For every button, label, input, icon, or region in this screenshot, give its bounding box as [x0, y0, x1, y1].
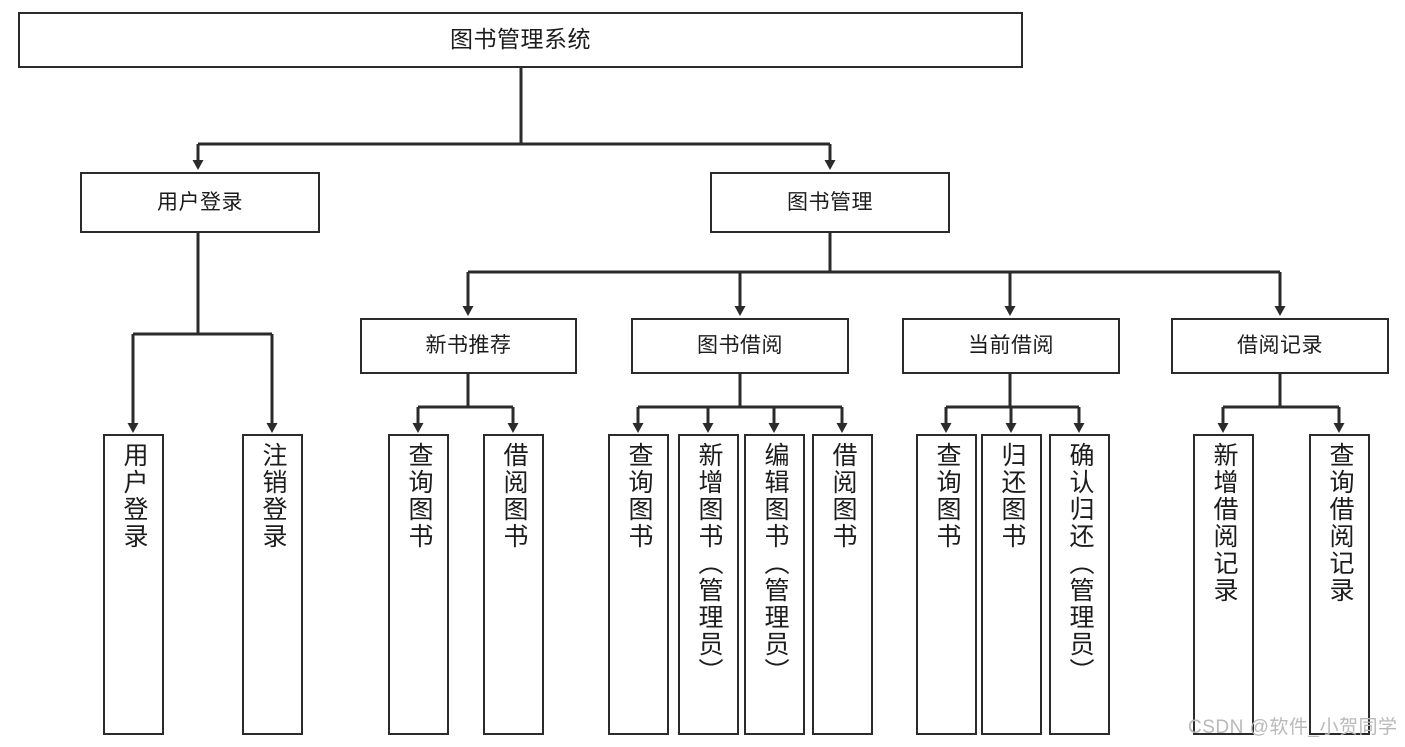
node-label: 查询图书: [405, 442, 433, 550]
node-label: 编辑图书（管理员）: [761, 442, 789, 685]
node-label: 图书管理系统: [450, 26, 591, 53]
node-label: 查询图书: [933, 442, 961, 550]
leaf-add-borrow-record[interactable]: 新增借阅记录: [1193, 434, 1254, 735]
leaf-edit-book-admin[interactable]: 编辑图书（管理员）: [744, 434, 805, 735]
node-book-management[interactable]: 图书管理: [710, 172, 950, 233]
leaf-query-books-recommend[interactable]: 查询图书: [388, 434, 449, 735]
leaf-confirm-return-admin[interactable]: 确认归还（管理员）: [1049, 434, 1110, 735]
node-label: 查询图书: [625, 442, 653, 550]
node-book-borrow[interactable]: 图书借阅: [631, 318, 849, 374]
node-user-login[interactable]: 用户登录: [80, 172, 320, 233]
leaf-borrow-books[interactable]: 借阅图书: [812, 434, 873, 735]
node-label: 归还图书: [998, 442, 1026, 550]
node-root-system[interactable]: 图书管理系统: [18, 12, 1023, 68]
node-label: 当前借阅: [968, 334, 1054, 358]
node-label: 新增图书（管理员）: [695, 442, 723, 685]
node-label: 新增借阅记录: [1210, 442, 1238, 604]
node-current-borrow[interactable]: 当前借阅: [902, 318, 1120, 374]
node-label: 查询借阅记录: [1326, 442, 1354, 604]
leaf-query-books-current[interactable]: 查询图书: [916, 434, 977, 735]
node-label: 借阅图书: [829, 442, 857, 550]
node-label: 新书推荐: [425, 334, 512, 358]
node-label: 图书借阅: [697, 334, 783, 358]
node-borrow-records[interactable]: 借阅记录: [1171, 318, 1389, 374]
leaf-return-books[interactable]: 归还图书: [981, 434, 1042, 735]
node-label: 确认归还（管理员）: [1066, 442, 1094, 685]
leaf-add-book-admin[interactable]: 新增图书（管理员）: [678, 434, 739, 735]
node-label: 用户登录: [157, 190, 243, 214]
leaf-logout[interactable]: 注销登录: [242, 434, 303, 735]
leaf-user-login[interactable]: 用户登录: [103, 434, 164, 735]
node-label: 借阅记录: [1237, 334, 1323, 358]
node-label: 用户登录: [120, 442, 148, 550]
node-label: 借阅图书: [500, 442, 528, 550]
leaf-query-borrow-record[interactable]: 查询借阅记录: [1309, 434, 1370, 735]
node-new-book-recommend[interactable]: 新书推荐: [360, 318, 577, 374]
node-label: 图书管理: [787, 190, 873, 214]
leaf-borrow-books-recommend[interactable]: 借阅图书: [483, 434, 544, 735]
node-label: 注销登录: [259, 442, 287, 550]
leaf-query-books-borrow[interactable]: 查询图书: [608, 434, 669, 735]
